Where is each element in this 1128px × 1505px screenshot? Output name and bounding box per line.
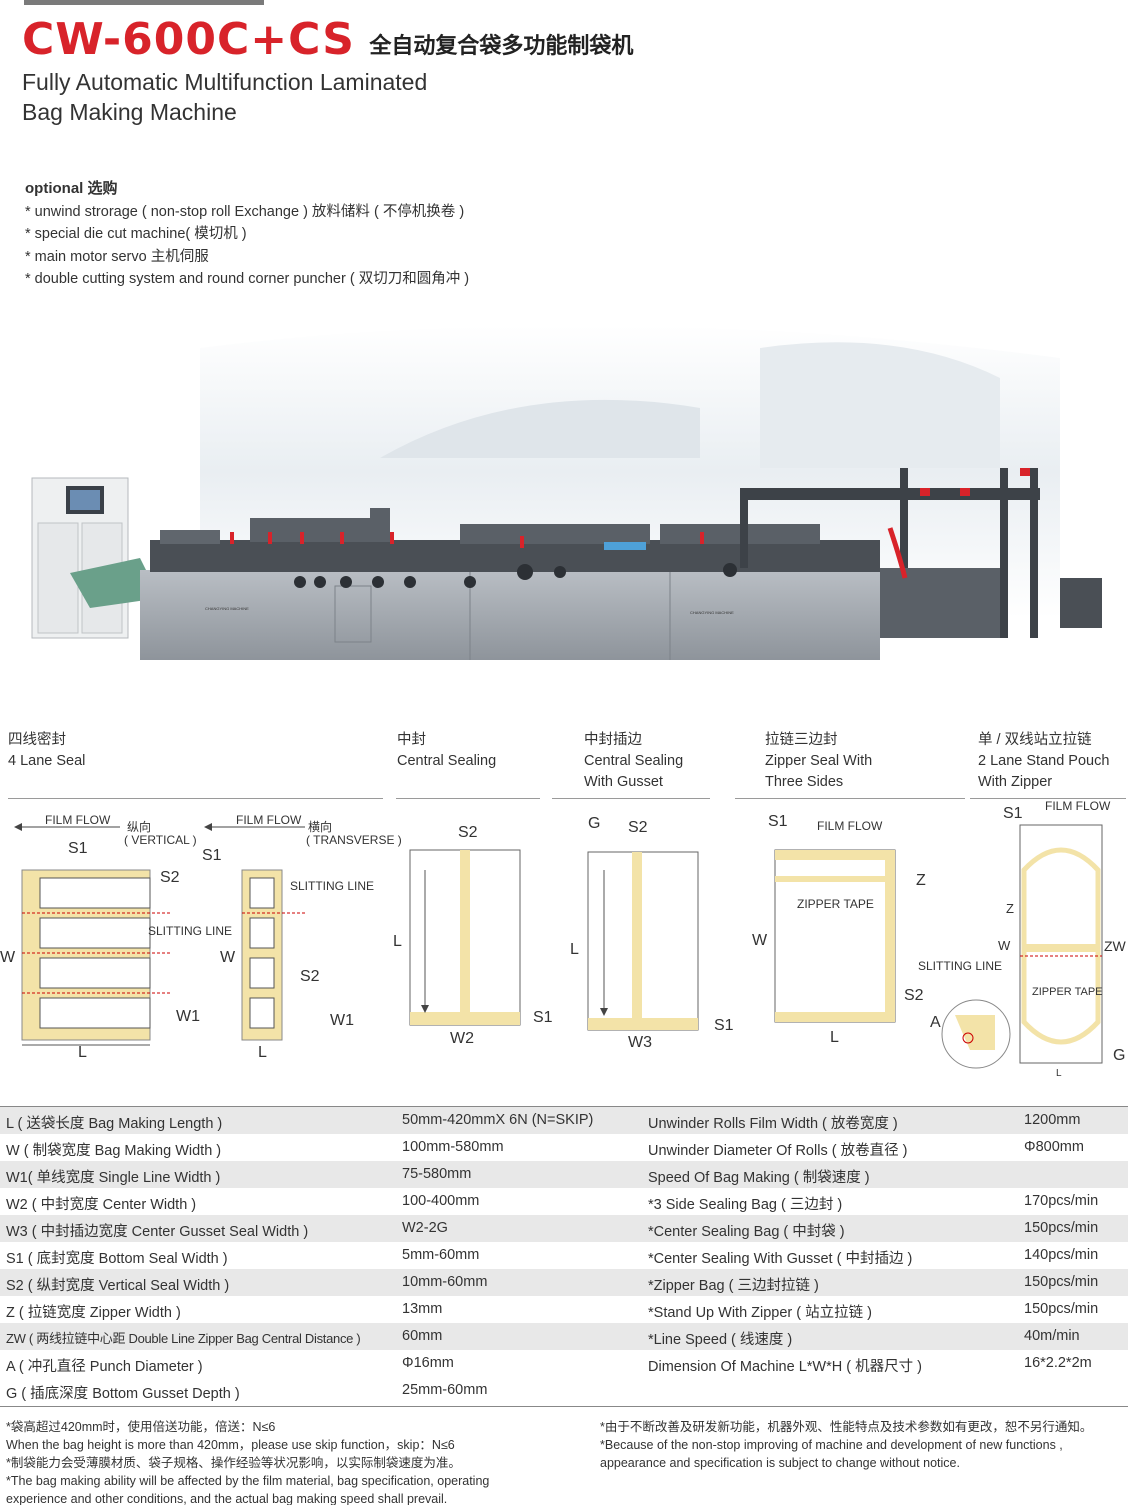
diagram-header-stand-pouch: 单 / 双线站立拉链 2 Lane Stand Pouch With Zippe…: [978, 732, 1110, 790]
svg-text:S2: S2: [628, 819, 648, 836]
svg-text:( TRANSVERSE ): ( TRANSVERSE ): [306, 833, 402, 847]
svg-text:S1: S1: [533, 1009, 553, 1026]
diagram-central-sealing: S2 L S1 W2: [393, 824, 553, 1047]
svg-text:W: W: [998, 938, 1011, 953]
svg-text:S2: S2: [458, 824, 478, 841]
svg-text:ZW: ZW: [1104, 938, 1127, 954]
svg-text:S2: S2: [904, 987, 924, 1004]
optional-item: * main motor servo 主机伺服: [25, 248, 209, 265]
svg-text:S1: S1: [714, 1017, 734, 1034]
divider: [0, 1406, 1128, 1407]
optional-item: * special die cut machine( 模切机 ): [25, 226, 247, 242]
svg-text:横向: 横向: [308, 819, 332, 834]
svg-text:L: L: [258, 1044, 267, 1061]
svg-text:FILM FLOW: FILM FLOW: [817, 819, 883, 833]
svg-text:Z: Z: [1006, 901, 1014, 916]
svg-text:FILM FLOW: FILM FLOW: [1045, 799, 1111, 813]
spec-row: W3 ( 中封插边宽度 Center Gusset Seal Width )W2…: [0, 1215, 1128, 1242]
svg-text:L: L: [570, 941, 579, 958]
divider: [396, 798, 540, 799]
svg-text:G: G: [1113, 1047, 1125, 1064]
optional-section: optional 选购 * unwind strorage ( non-stop…: [25, 178, 469, 291]
machine-photo: CHANGYING MACHINE CHANGYING MACHINE: [31, 325, 1102, 660]
brand-plate-2: CHANGYING MACHINE: [690, 610, 734, 615]
svg-text:FILM FLOW: FILM FLOW: [236, 813, 302, 827]
title-en-line-2: Bag Making Machine: [22, 99, 237, 125]
svg-text:( VERTICAL ): ( VERTICAL ): [124, 833, 197, 847]
spec-row: G ( 插底深度 Bottom Gusset Depth )25mm-60mm: [6, 1382, 488, 1402]
notes-right: *由于不断改善及研发新功能，机器外观、性能特点及技术参数如有更改，恕不另行通知。…: [600, 1420, 1093, 1470]
svg-text:S2: S2: [160, 869, 180, 886]
svg-text:Z: Z: [916, 872, 926, 889]
svg-text:W: W: [220, 949, 236, 966]
optional-item: * unwind strorage ( non-stop roll Exchan…: [25, 203, 465, 220]
header: CW-600C+CS 全自动复合袋多功能制袋机 Fully Automatic …: [22, 14, 1112, 126]
diagram-4-lane-transverse: FILM FLOW 横向 ( TRANSVERSE ) S1 SLITTING …: [202, 813, 402, 1061]
svg-text:W3: W3: [628, 1034, 652, 1051]
svg-text:S2: S2: [300, 968, 320, 985]
svg-text:A: A: [930, 1014, 941, 1031]
svg-text:W1: W1: [176, 1008, 200, 1025]
spec-row: S2 ( 纵封宽度 Vertical Seal Width )10mm-60mm…: [0, 1269, 1128, 1296]
svg-text:ZIPPER TAPE: ZIPPER TAPE: [797, 897, 874, 911]
svg-text:SLITTING LINE: SLITTING LINE: [148, 924, 232, 938]
divider: [970, 798, 1126, 799]
svg-text:S1: S1: [68, 840, 88, 857]
optional-title: optional 选购: [25, 180, 118, 197]
svg-text:SLITTING LINE: SLITTING LINE: [290, 879, 374, 893]
svg-text:W1: W1: [330, 1012, 354, 1029]
diagram-zipper-three-sides: S1 FILM FLOW ZIPPER TAPE Z W S2 A L: [752, 813, 941, 1046]
diagram-stand-pouch: S1 FILM FLOW Z W ZW SLITTING LINE ZIPPER…: [918, 799, 1127, 1076]
svg-text:纵向: 纵向: [127, 819, 151, 834]
diagram-4-lane-vertical: FILM FLOW 纵向 ( VERTICAL ) S1 S2 SLITTING…: [0, 813, 232, 1061]
diagram-header-central: 中封 Central Sealing: [397, 732, 497, 769]
spec-row: ZW ( 两线拉链中心距 Double Line Zipper Bag Cent…: [0, 1323, 1128, 1350]
brand-plate-1: CHANGYING MACHINE: [205, 606, 249, 611]
divider: [8, 798, 383, 799]
svg-text:FILM FLOW: FILM FLOW: [45, 813, 111, 827]
model-name: CW-600C+CS: [22, 14, 355, 65]
spec-row: Z ( 拉链宽度 Zipper Width )13mm*Stand Up Wit…: [6, 1301, 1099, 1321]
bag-diagrams: FILM FLOW 纵向 ( VERTICAL ) S1 S2 SLITTING…: [0, 799, 1127, 1076]
svg-text:W2: W2: [450, 1030, 474, 1047]
svg-text:L: L: [78, 1044, 87, 1061]
svg-text:SLITTING LINE: SLITTING LINE: [918, 959, 1002, 973]
spec-row: W2 ( 中封宽度 Center Width )100-400mm*3 Side…: [6, 1193, 1099, 1213]
diagram-central-gusset: G S2 L S1 W3: [570, 815, 734, 1051]
svg-text:L: L: [1056, 1068, 1062, 1076]
title-cn: 全自动复合袋多功能制袋机: [369, 33, 634, 58]
svg-text:S1: S1: [1003, 805, 1023, 822]
svg-text:L: L: [830, 1029, 839, 1046]
divider: [552, 798, 710, 799]
svg-text:ZIPPER TAPE: ZIPPER TAPE: [1032, 986, 1103, 998]
spec-row: S1 ( 底封宽度 Bottom Seal Width )5mm-60mm*Ce…: [6, 1247, 1099, 1267]
svg-text:W: W: [0, 949, 16, 966]
title-en-line-1: Fully Automatic Multifunction Laminated: [22, 69, 428, 95]
diagram-header-zipper-three-sides: 拉链三边封 Zipper Seal With Three Sides: [765, 732, 873, 790]
top-accent-bar: [24, 0, 264, 5]
svg-text:S1: S1: [202, 847, 222, 864]
specs-table: L ( 送袋长度 Bag Making Length )50mm-420mmX …: [0, 1106, 1128, 1404]
spec-row: L ( 送袋长度 Bag Making Length )50mm-420mmX …: [0, 1107, 1128, 1134]
svg-text:S1: S1: [768, 813, 788, 830]
notes-left: *袋高超过420mm时，使用倍送功能，倍送：N≤6 When the bag h…: [6, 1420, 490, 1505]
svg-text:G: G: [588, 815, 600, 832]
diagram-header-central-gusset: 中封插边 Central Sealing With Gusset: [584, 732, 684, 790]
svg-text:W: W: [752, 932, 768, 949]
diagram-header-4-lane: 四线密封 4 Lane Seal: [8, 732, 86, 769]
svg-text:L: L: [393, 933, 402, 950]
optional-item: * double cutting system and round corner…: [25, 271, 470, 287]
divider: [735, 798, 965, 799]
